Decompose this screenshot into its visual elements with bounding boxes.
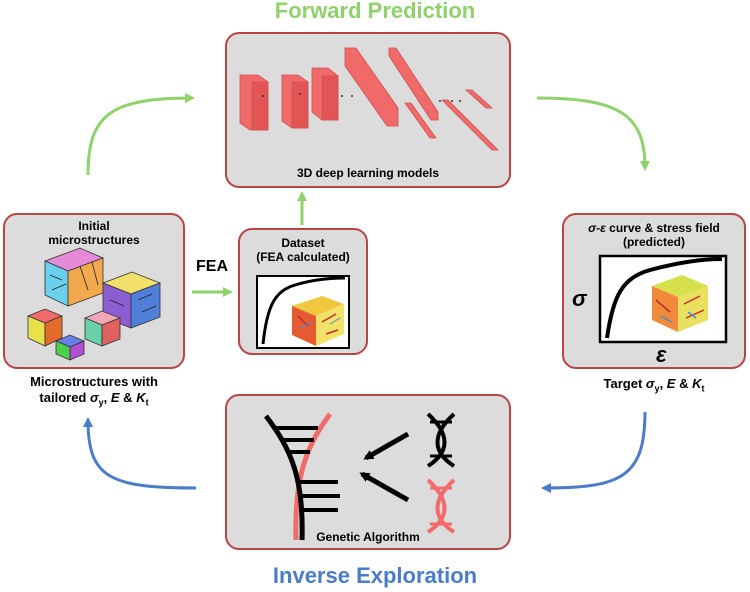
target-K-sub: t (701, 383, 705, 394)
tailored-amp: & (119, 390, 137, 405)
dna-strand-black-icon (426, 412, 456, 468)
initial-label-line1: Initial (78, 219, 110, 233)
deep-learning-label: 3D deep learning models (296, 166, 440, 180)
predicted-curve-plot (598, 254, 728, 344)
tailored-K-sub: t (145, 397, 149, 408)
target-K: K (692, 376, 702, 391)
microstructure-cubes (26, 247, 162, 361)
curve-label-line1: σ-ε curve & stress field (562, 221, 746, 235)
arrow-initial-to-models (86, 93, 195, 176)
dataset-label-line2: (FEA calculated) (256, 250, 350, 264)
dataset-label: Dataset (FEA calculated) (238, 236, 368, 264)
initial-label: Initial microstructures (3, 219, 185, 247)
tailored-sigma-sub: y (98, 397, 104, 408)
forward-prediction-title: Forward Prediction (274, 0, 476, 23)
dataset-curve-plot (256, 275, 350, 349)
dna-helix-icon (263, 412, 340, 541)
initial-label-line2: microstructures (48, 233, 140, 247)
y-axis-symbol: σ (572, 286, 588, 311)
x-axis-symbol: ε (656, 342, 667, 367)
tailored-comma: , (103, 390, 111, 405)
network-layers (239, 47, 499, 151)
tailored-sigma: σ (90, 390, 99, 405)
target-E: E (666, 376, 676, 391)
curve-label-symbols: σ-ε (588, 221, 606, 235)
fea-label: FEA (196, 258, 228, 275)
dataset-label-line1: Dataset (281, 236, 325, 250)
target-comma: , (659, 376, 667, 391)
tailored-microstructures-label: Microstructures with tailored σy, E & Kt (3, 374, 185, 411)
tailored-K: K (136, 390, 146, 405)
tailored-prefix: tailored (39, 390, 90, 405)
tailored-line1: Microstructures with (30, 374, 158, 389)
curve-label-rest: curve & stress field (605, 221, 720, 235)
target-sigma: σ (645, 376, 655, 391)
dna-strand-red-icon (426, 478, 456, 534)
curve-label-line2: (predicted) (622, 235, 685, 249)
arrow-ga-to-microstructures (83, 417, 197, 490)
tailored-E: E (110, 390, 120, 405)
arrow-models-to-curve (536, 96, 650, 171)
tailored-line2: tailored σy, E & Kt (3, 390, 185, 411)
target-amp: & (675, 376, 693, 391)
target-properties-label: Target σy, E & Kt (562, 376, 746, 397)
curve-label: σ-ε curve & stress field (predicted) (562, 221, 746, 249)
target-prefix: Target (603, 376, 646, 391)
arrow-target-to-ga (541, 411, 647, 493)
genetic-algorithm-box (225, 394, 511, 550)
target-sigma-sub: y (654, 383, 660, 394)
network-connector-dots (262, 93, 461, 102)
deep-learning-box (225, 32, 511, 188)
inverse-exploration-title: Inverse Exploration (272, 563, 478, 588)
genetic-algorithm-label: Genetic Algorithm (316, 530, 420, 544)
crossover-arrows (359, 431, 410, 503)
